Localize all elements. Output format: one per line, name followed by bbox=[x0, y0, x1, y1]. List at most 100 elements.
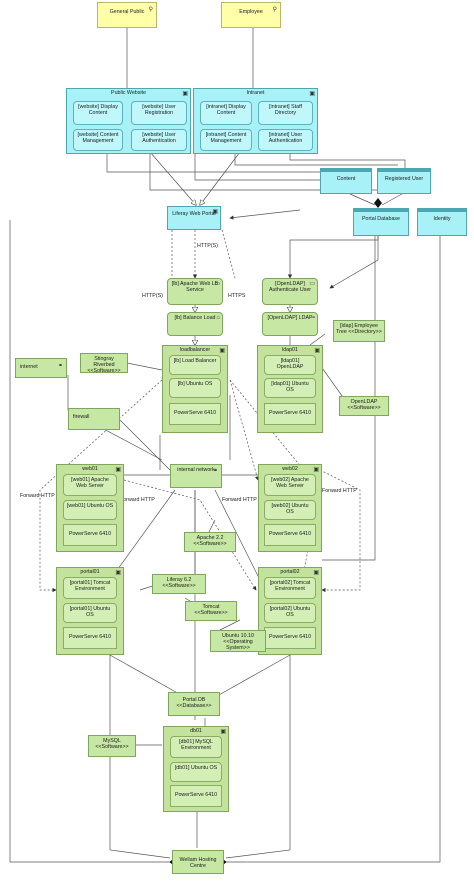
ldap-authenticate-user-label: [OpenLDAP] Authenticate User bbox=[268, 281, 312, 294]
portal02-ubuntu: [portal02] Ubuntu OS bbox=[264, 603, 316, 623]
intranet-display-content-label: [intranet] Display Content bbox=[206, 104, 246, 117]
data-object-portal-database: Portal Database bbox=[353, 208, 409, 236]
liferay-web-portal: Liferay Web Portal ▣ bbox=[167, 206, 221, 230]
actor-employee: Employee ⚲ bbox=[221, 2, 281, 28]
website-content-management-label: [website] Content Management bbox=[77, 132, 119, 145]
node-icon: ▣ bbox=[314, 348, 320, 354]
web01-ubuntu: [web01] Ubuntu OS bbox=[63, 500, 117, 520]
network-internet-label: internet bbox=[20, 364, 38, 370]
node-icon: ▣ bbox=[115, 467, 121, 473]
node-web02: web02 ▣ [web02] Apache Web Server [web02… bbox=[258, 464, 322, 552]
db01-mysql-label: [db01] MySQL Environment bbox=[179, 739, 213, 752]
portal01-powerserve: PowerServe 6410 bbox=[63, 627, 117, 649]
portal02-powerserve: PowerServe 6410 bbox=[264, 627, 316, 649]
network-internet: internet ⚭ bbox=[15, 358, 67, 378]
node-icon: ▣ bbox=[220, 729, 226, 735]
node-loadbalancer: loadbalancer ▣ [lb] Load Balancer [lb] U… bbox=[162, 345, 228, 433]
node-icon: ▣ bbox=[313, 570, 319, 576]
function-icon: ⌂ bbox=[216, 315, 220, 321]
ldap-authenticate-user: [OpenLDAP] Authenticate User ▭ bbox=[262, 278, 318, 305]
ldap-employee-tree: [ldap] Employee Tree <<Directory>> bbox=[333, 320, 385, 342]
portal-db: Portal DB <<Database>> bbox=[168, 692, 220, 716]
ldap01-openldap-label: [ldap01] OpenLDAP bbox=[276, 358, 304, 371]
edge-label-forward-http: Forward HTTP bbox=[322, 488, 357, 494]
website-user-registration-label: [website] User Registration bbox=[142, 104, 176, 117]
node-icon: ▣ bbox=[219, 348, 225, 354]
actor-icon: ⚲ bbox=[272, 7, 277, 13]
component-icon: ▣ bbox=[212, 209, 218, 215]
software-mysql: MySQL <<Software>> bbox=[88, 735, 136, 757]
intranet-staff-directory-label: [intranet] Staff Directory bbox=[269, 104, 302, 117]
network-internal-label: internal network bbox=[177, 467, 215, 473]
web02-ubuntu-label: [web02] Ubuntu OS bbox=[271, 503, 309, 516]
ldap01-powerserve: PowerServe 6410 bbox=[264, 403, 316, 425]
network-firewall-label: firewall bbox=[73, 414, 90, 420]
node-icon: ▣ bbox=[115, 570, 121, 576]
edge-label-https: HTTPS bbox=[228, 293, 246, 299]
lb-powerserve-label: PowerServe 6410 bbox=[173, 410, 217, 416]
website-content-management: [website] Content Management bbox=[73, 129, 123, 151]
ldap-openldap-interface-label: [OpenLDAP] LDAP bbox=[267, 315, 313, 321]
lb-load-balancer: [lb] Load Balancer bbox=[169, 355, 221, 375]
software-liferay: Liferay 6.2 <<Software>> bbox=[152, 574, 206, 594]
network-icon: ⚭ bbox=[212, 468, 218, 474]
web01-apache-label: [web01] Apache Web Server bbox=[71, 477, 109, 490]
web01-powerserve-label: PowerServe 6410 bbox=[68, 531, 112, 537]
service-icon: ▭ bbox=[309, 281, 315, 287]
component-icon: ▣ bbox=[309, 91, 315, 97]
software-stingray-label: Stingray Riverbed <<Software>> bbox=[87, 356, 121, 375]
node-portal01: portal01 ▣ [portal01] Tomcat Environment… bbox=[56, 567, 124, 655]
lb-balance-load: [lb] Balance Load ⌂ bbox=[167, 312, 223, 336]
node-web01: web01 ▣ [web01] Apache Web Server [web01… bbox=[56, 464, 124, 552]
data-object-identity: Identity bbox=[417, 208, 467, 236]
portal01-ubuntu-label: [portal01] Ubuntu OS bbox=[69, 606, 111, 619]
lb-load-balancer-label: [lb] Load Balancer bbox=[173, 358, 217, 364]
portal01-tomcat: [portal01] Tomcat Environment bbox=[63, 577, 117, 599]
intranet-component: Intranet ▣ [intranet] Display Content [i… bbox=[193, 88, 318, 154]
software-liferay-label: Liferay 6.2 <<Software>> bbox=[162, 577, 196, 590]
ldap01-ubuntu-os-label: [ldap01] Ubuntu OS bbox=[271, 381, 309, 394]
node-icon: ▣ bbox=[313, 467, 319, 473]
public-website-title: Public Website bbox=[111, 90, 146, 96]
public-website-component: Public Website ▣ [website] Display Conte… bbox=[66, 88, 191, 154]
web02-apache-label: [web02] Apache Web Server bbox=[271, 477, 309, 490]
software-apache: Apache 2.2 <<Software>> bbox=[184, 532, 236, 552]
software-mysql-label: MySQL <<Software>> bbox=[95, 738, 129, 751]
ldap-employee-tree-label: [ldap] Employee Tree <<Directory>> bbox=[336, 323, 382, 336]
hosting-centre-label: Wellam Hosting Centre bbox=[179, 857, 217, 870]
db01-powerserve-label: PowerServe 6410 bbox=[174, 792, 218, 798]
software-tomcat-label: Tomcat <<Software>> bbox=[194, 604, 228, 617]
web01-apache: [web01] Apache Web Server bbox=[63, 474, 117, 496]
web02-powerserve: PowerServe 6410 bbox=[264, 524, 316, 546]
interface-icon: ⊸ bbox=[309, 315, 315, 321]
component-icon: ▣ bbox=[182, 91, 188, 97]
edge-label-https: HTTP(S) bbox=[197, 243, 218, 249]
lb-web-lb-service-label: [lb] Apache Web LB Service bbox=[171, 281, 219, 294]
portal02-tomcat-label: [portal02] Tomcat Environment bbox=[269, 580, 311, 593]
software-ubuntu: Ubuntu 10.10 <<Operating System>> bbox=[210, 630, 266, 652]
edge-label-forward-http: Forward HTTP bbox=[120, 497, 155, 503]
lb-ubuntu-os: [lb] Ubuntu OS bbox=[169, 378, 221, 398]
db01-mysql: [db01] MySQL Environment bbox=[170, 736, 222, 758]
service-icon: ▭ bbox=[214, 281, 220, 287]
software-openldap: OpenLDAP <<Software>> bbox=[339, 396, 389, 416]
network-internal: internal network ⚭ bbox=[170, 464, 222, 488]
intranet-user-authentication: [intranet] User Authentication bbox=[258, 129, 313, 151]
intranet-content-management: [intranet] Content Management bbox=[200, 129, 252, 151]
lb-ubuntu-os-label: [lb] Ubuntu OS bbox=[177, 381, 213, 387]
portal01-tomcat-label: [portal01] Tomcat Environment bbox=[69, 580, 111, 593]
web01-ubuntu-label: [web01] Ubuntu OS bbox=[66, 503, 114, 509]
intranet-display-content: [intranet] Display Content bbox=[200, 101, 252, 125]
db01-title: db01 bbox=[190, 728, 202, 734]
node-ldap01: ldap01 ▣ [ldap01] OpenLDAP [ldap01] Ubun… bbox=[257, 345, 323, 433]
lb-web-lb-service: [lb] Apache Web LB Service ▭ bbox=[167, 278, 223, 305]
network-icon: ⚭ bbox=[57, 363, 63, 369]
portal02-ubuntu-label: [portal02] Ubuntu OS bbox=[269, 606, 311, 619]
db01-ubuntu: [db01] Ubuntu OS bbox=[170, 762, 222, 782]
edge-label-forward-http: Forward HTTP bbox=[222, 497, 257, 503]
db01-ubuntu-label: [db01] Ubuntu OS bbox=[174, 765, 218, 771]
ldap01-title: ldap01 bbox=[282, 347, 298, 353]
software-openldap-label: OpenLDAP <<Software>> bbox=[347, 399, 381, 412]
portal01-title: portal01 bbox=[80, 569, 100, 575]
